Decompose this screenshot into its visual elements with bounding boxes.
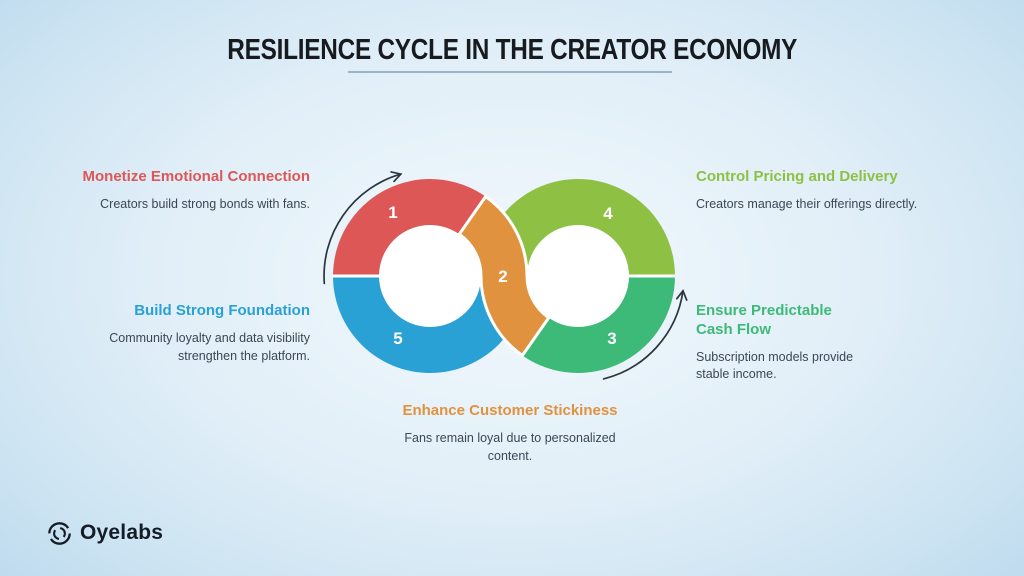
step-number-1: 1 xyxy=(388,203,397,222)
title-underline xyxy=(348,71,672,73)
step-description: Community loyalty and data visibility st… xyxy=(109,330,310,363)
step-callout-foundation: Build Strong Foundation Community loyalt… xyxy=(75,302,310,365)
oyelabs-logo-icon xyxy=(48,521,71,545)
step-label: Control Pricing and Delivery xyxy=(696,168,898,185)
step-callout-cashflow: Ensure Predictable Cash Flow Subscriptio… xyxy=(696,302,871,384)
step-description: Creators manage their offerings directly… xyxy=(696,196,918,211)
flow-arrow-left-icon xyxy=(323,171,403,285)
step-callout-pricing: Control Pricing and Delivery Creators ma… xyxy=(696,168,936,214)
step-callout-monetize: Monetize Emotional Connection Creators b… xyxy=(75,168,311,214)
step-number-5: 5 xyxy=(393,329,402,348)
brand-name: Oyelabs xyxy=(80,521,164,544)
step-description: Creators build strong bonds with fans. xyxy=(100,196,310,211)
step-description: Fans remain loyal due to personalized co… xyxy=(404,430,616,463)
segment-1-monetize xyxy=(333,178,486,276)
segment-3-cashflow xyxy=(522,276,675,374)
step-number-3: 3 xyxy=(607,329,616,348)
right-donut-hole xyxy=(527,225,629,327)
left-donut-hole xyxy=(379,225,481,327)
step-label: Build Strong Foundation xyxy=(134,302,310,319)
flow-arrow-right-icon xyxy=(602,289,688,380)
segment-2-stickiness xyxy=(457,195,551,357)
segment-5-foundation xyxy=(333,276,527,373)
step-number-4: 4 xyxy=(603,204,613,223)
step-label: Enhance Customer Stickiness xyxy=(402,402,618,419)
page-title: RESILIENCE CYCLE IN THE CREATOR ECONOMY xyxy=(227,34,797,66)
segment-4-pricing xyxy=(481,179,675,276)
brand-logo: Oyelabs xyxy=(46,518,163,548)
step-number-2: 2 xyxy=(498,267,507,286)
step-callout-stickiness: Enhance Customer Stickiness Fans remain … xyxy=(385,402,635,465)
step-label: Monetize Emotional Connection xyxy=(82,168,311,185)
step-label: Ensure Predictable Cash Flow xyxy=(696,302,832,338)
step-description: Subscription models provide stable incom… xyxy=(696,349,854,382)
